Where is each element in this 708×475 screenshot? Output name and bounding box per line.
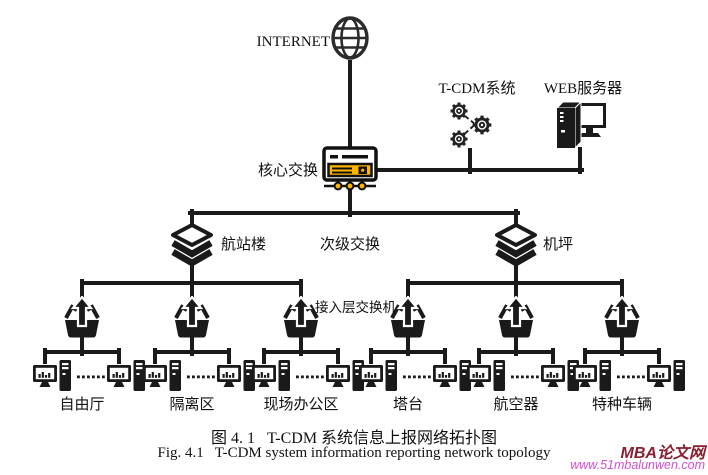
core-switch-label: 核心交换 <box>257 163 318 179</box>
access-switch-icon <box>603 296 641 340</box>
watermark-site-name: MBA论文网 <box>620 445 705 462</box>
figure-caption-en: Fig. 4.1 T-CDM system information report… <box>157 445 551 461</box>
web-server-icon <box>556 101 607 149</box>
group-label: 航空器 <box>493 397 539 413</box>
core-switch-icon <box>322 146 378 192</box>
apron-layers-icon <box>492 222 540 268</box>
tcdm-system-label: T-CDM系统 <box>438 81 516 97</box>
internet-globe-icon <box>331 16 369 60</box>
figure-caption-zh: 图 4. 1 T-CDM 系统信息上报网络拓扑图 <box>210 430 498 447</box>
workstation-pair-icon <box>467 360 579 396</box>
secondary-switch-label: 次级交换 <box>319 237 380 253</box>
workstation-pair-icon <box>143 360 255 396</box>
terminal-layers-icon <box>168 222 216 268</box>
terminal-building-label: 航站楼 <box>221 237 267 253</box>
group-label: 现场办公区 <box>263 397 339 413</box>
workstation-pair-icon <box>573 360 685 396</box>
internet-label: INTERNET <box>256 34 330 50</box>
group-label: 自由厅 <box>59 397 105 413</box>
workstation-pair-icon <box>359 360 471 396</box>
watermark-site-url: www.51mbalunwen.com <box>570 458 705 472</box>
apron-label: 机坪 <box>543 237 574 253</box>
workstation-pair-icon <box>33 360 145 396</box>
access-switch-icon <box>63 296 101 340</box>
tcdm-gears-icon <box>446 98 496 152</box>
web-server-label: WEB服务器 <box>543 81 623 97</box>
group-label: 塔台 <box>392 397 423 413</box>
group-label: 特种车辆 <box>591 397 652 413</box>
group-label: 隔离区 <box>169 397 215 413</box>
access-switch-label: 接入层交换机 <box>315 300 396 315</box>
access-switch-icon <box>173 296 211 340</box>
access-switch-icon <box>497 296 535 340</box>
workstation-pair-icon <box>252 360 364 396</box>
